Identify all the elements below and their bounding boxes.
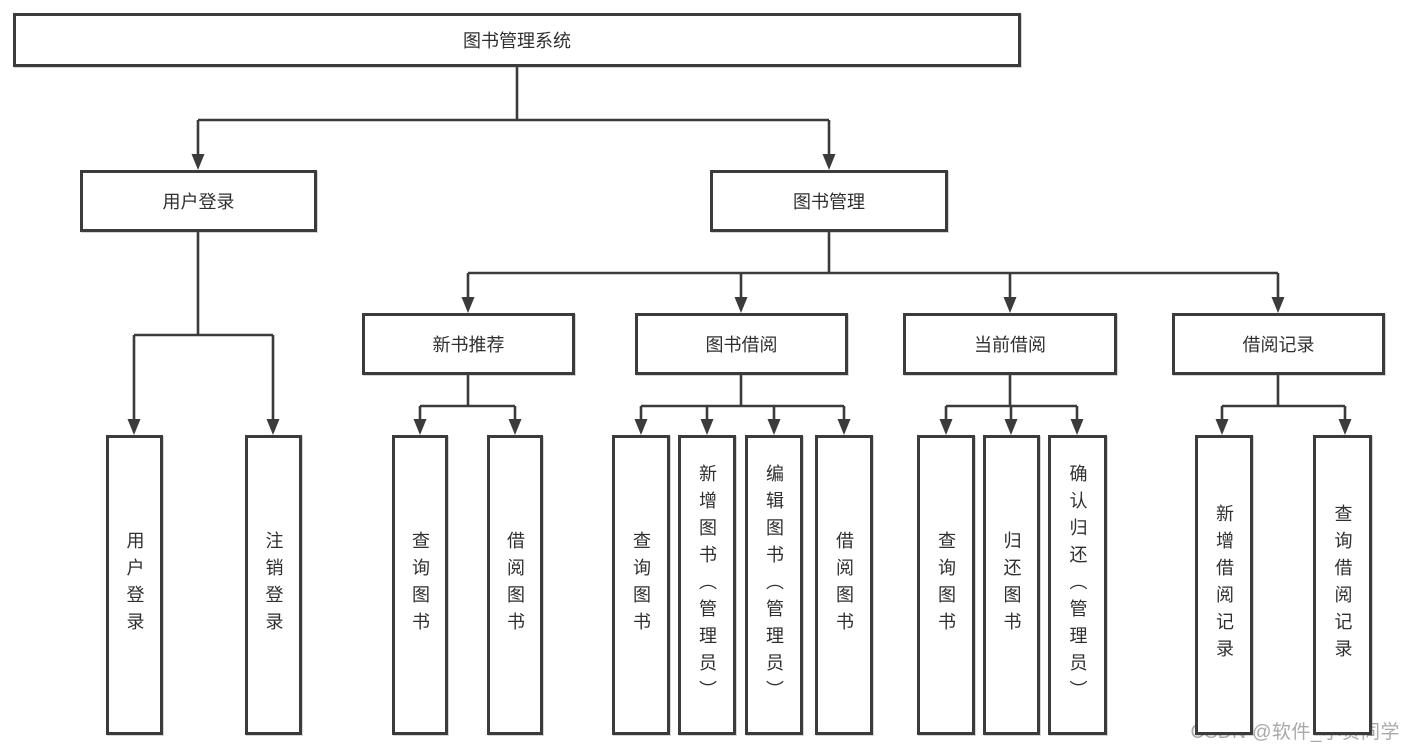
node-leaf-add-books: 新增图书（管理员） — [678, 435, 736, 735]
arrowhead-icon — [700, 419, 714, 435]
node-current-borrow: 当前借阅 — [903, 313, 1117, 375]
node-leaf-logout: 注销登录 — [245, 435, 302, 735]
node-label-leaf-borrow-books-1: 借阅图书 — [505, 531, 525, 639]
arrowhead-icon — [461, 297, 475, 313]
node-leaf-confirm-return: 确认归还（管理员） — [1048, 435, 1107, 735]
node-label-leaf-edit-books: 编辑图书（管理员） — [764, 463, 784, 707]
node-label-borrow-records: 借阅记录 — [1242, 335, 1315, 355]
node-leaf-user-login: 用户登录 — [106, 435, 163, 735]
arrowhead-icon — [767, 419, 781, 435]
node-label-new-book-rec: 新书推荐 — [432, 335, 505, 355]
arrowhead-icon — [508, 419, 522, 435]
arrowhead-icon — [1070, 419, 1084, 435]
node-leaf-query-books-2: 查询图书 — [612, 435, 670, 735]
node-label-user-login: 用户登录 — [162, 192, 235, 212]
arrowhead-icon — [822, 154, 836, 170]
node-label-leaf-query-books-3: 查询图书 — [936, 531, 956, 639]
node-label-leaf-add-books: 新增图书（管理员） — [697, 463, 717, 707]
node-label-leaf-query-books-1: 查询图书 — [410, 531, 430, 639]
node-leaf-borrow-books-2: 借阅图书 — [815, 435, 873, 735]
node-label-leaf-query-record: 查询借阅记录 — [1332, 504, 1353, 666]
arrowhead-icon — [127, 419, 141, 435]
arrowhead-icon — [1004, 419, 1018, 435]
node-book-borrow: 图书借阅 — [635, 313, 848, 375]
node-leaf-query-record: 查询借阅记录 — [1313, 435, 1372, 735]
node-label-leaf-logout: 注销登录 — [263, 531, 284, 639]
node-label-leaf-add-record: 新增借阅记录 — [1214, 504, 1234, 666]
node-leaf-edit-books: 编辑图书（管理员） — [745, 435, 803, 735]
arrowhead-icon — [939, 419, 953, 435]
node-leaf-query-books-1: 查询图书 — [392, 435, 448, 735]
node-label-leaf-user-login: 用户登录 — [124, 531, 145, 639]
node-root: 图书管理系统 — [13, 13, 1021, 67]
node-borrow-records: 借阅记录 — [1172, 313, 1385, 375]
node-label-leaf-borrow-books-2: 借阅图书 — [834, 531, 854, 639]
node-label-leaf-query-books-2: 查询图书 — [631, 531, 651, 639]
node-label-current-borrow: 当前借阅 — [974, 335, 1046, 355]
node-leaf-add-record: 新增借阅记录 — [1195, 435, 1253, 735]
arrowhead-icon — [266, 419, 280, 435]
arrowhead-icon — [1271, 297, 1285, 313]
arrowhead-icon — [413, 419, 427, 435]
arrowhead-icon — [191, 154, 205, 170]
node-book-mgmt: 图书管理 — [710, 170, 948, 232]
node-label-root: 图书管理系统 — [463, 31, 571, 51]
node-label-leaf-confirm-return: 确认归还（管理员） — [1067, 463, 1088, 707]
arrowhead-icon — [837, 419, 851, 435]
node-leaf-query-books-3: 查询图书 — [917, 435, 975, 735]
node-leaf-borrow-books-1: 借阅图书 — [487, 435, 543, 735]
arrowhead-icon — [1215, 419, 1229, 435]
node-label-book-borrow: 图书借阅 — [705, 335, 778, 355]
node-user-login: 用户登录 — [80, 170, 317, 232]
arrowhead-icon — [634, 419, 648, 435]
node-label-leaf-return-books: 归还图书 — [1001, 531, 1022, 639]
arrowhead-icon — [1003, 297, 1017, 313]
node-label-book-mgmt: 图书管理 — [793, 192, 865, 212]
arrowhead-icon — [734, 297, 748, 313]
node-leaf-return-books: 归还图书 — [983, 435, 1040, 735]
node-new-book-rec: 新书推荐 — [362, 313, 575, 375]
arrowhead-icon — [1338, 419, 1352, 435]
